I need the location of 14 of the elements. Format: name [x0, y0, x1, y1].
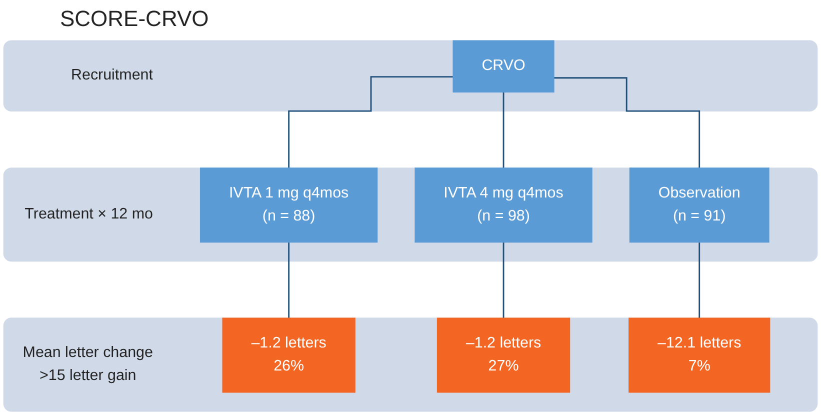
node-box: Observation (n = 91): [629, 168, 770, 243]
connector: [698, 241, 700, 319]
node-box: –1.2 letters 27%: [436, 318, 570, 393]
connector: [502, 91, 504, 169]
node-box: IVTA 4 mg q4mos (n = 98): [414, 168, 592, 243]
node-box: CRVO: [452, 40, 554, 92]
diagram-title: SCORE-CRVO: [59, 5, 210, 33]
node-box: IVTA 1 mg q4mos (n = 88): [200, 168, 378, 243]
node-box: –1.2 letters 26%: [222, 318, 356, 393]
connector: [288, 241, 290, 319]
connector: [554, 77, 700, 169]
connector: [502, 241, 504, 319]
node-box: –12.1 letters 7%: [628, 318, 770, 393]
connector: [288, 76, 454, 169]
